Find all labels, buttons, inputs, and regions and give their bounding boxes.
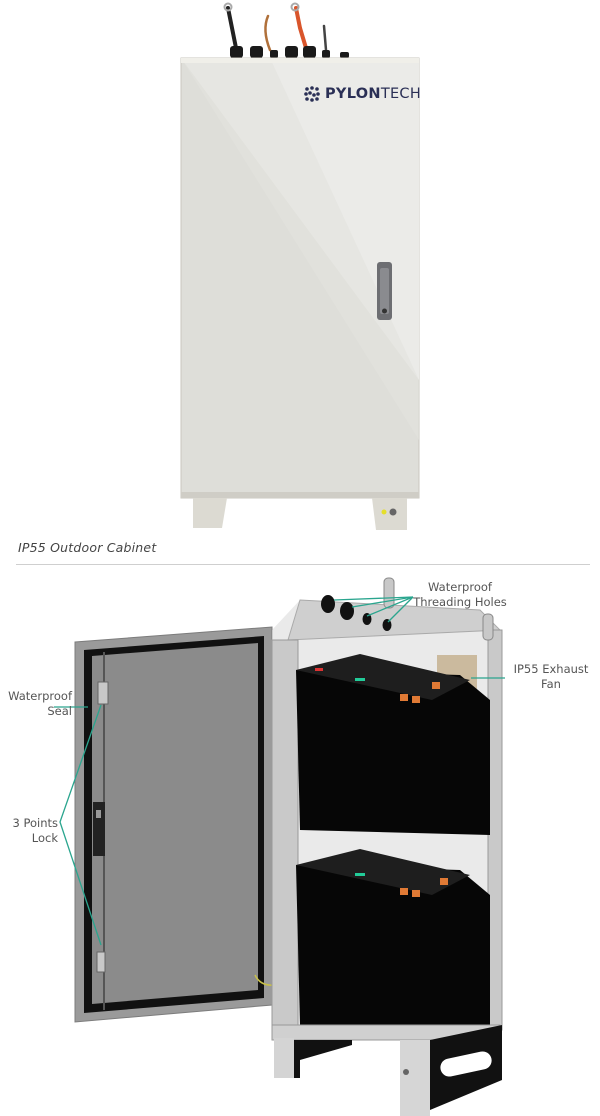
annotation-3-points-lock: 3 Points Lock <box>12 816 58 845</box>
brand-logo: PYLONTECH <box>304 86 421 102</box>
leader-lines <box>54 596 505 946</box>
cabinet-shell <box>271 577 503 1116</box>
annotation-waterproof-seal: Waterproof Seal <box>8 689 72 718</box>
cabinet-photo: PYLONTECH <box>0 0 600 535</box>
open-door <box>74 626 286 1023</box>
brand-wordmark: PYLONTECH <box>325 86 422 102</box>
photo-caption: IP55 Outdoor Cabinet <box>18 540 157 555</box>
annotation-exhaust-fan: IP55 Exhaust Fan <box>513 662 589 691</box>
door-handle-icon <box>377 262 392 320</box>
annotation-threading-holes: Waterproof Threading Holes <box>413 580 507 609</box>
cabinet-diagram: Waterproof Threading Holes IP55 Exhaust … <box>0 570 600 1116</box>
pylontech-logo-icon <box>304 86 320 102</box>
section-divider <box>16 564 590 565</box>
open-cabinet-illustration <box>54 577 505 1116</box>
cabinet-illustration <box>180 2 420 530</box>
cable-glands <box>223 2 349 58</box>
